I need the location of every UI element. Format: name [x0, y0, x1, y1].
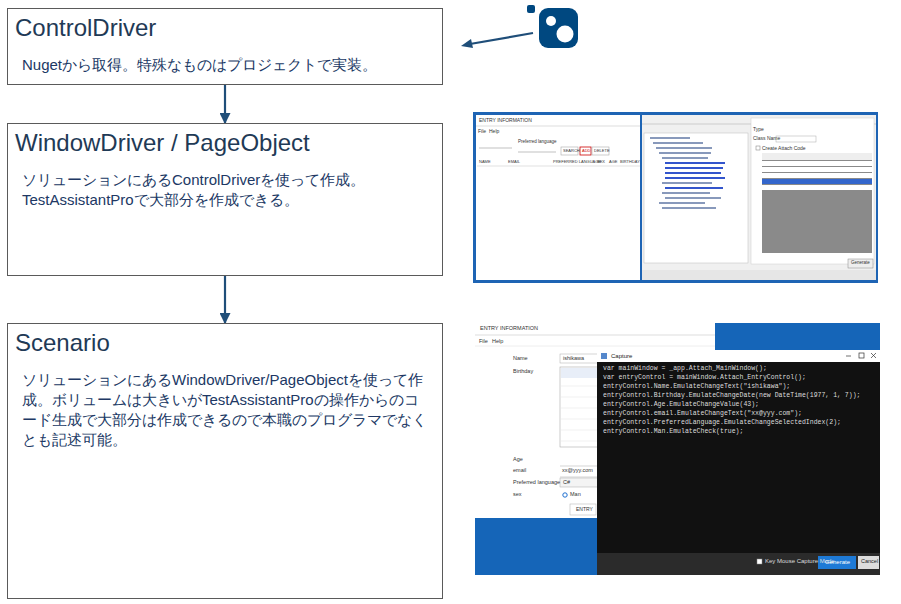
flow-arrow: [224, 85, 226, 123]
screen-text: C#: [563, 480, 570, 486]
screen-text: Generate: [825, 559, 850, 565]
screen-text: DELETE: [594, 149, 610, 153]
box-heading: WindowDriver / PageObject: [15, 128, 442, 158]
code-line: var entryControl = mainWindow.Attach_Ent…: [603, 375, 806, 382]
nuget-icon: [539, 8, 578, 48]
code-line: entryControl.PreferredLanguage.EmulateCh…: [603, 420, 841, 427]
screen-text: SEARCH: [563, 149, 580, 153]
screenshot-tool: [473, 112, 878, 283]
screen-text: ENTRY: [576, 507, 593, 512]
screen-text: File: [478, 129, 486, 134]
screen-text: NAME: [479, 160, 491, 164]
screen-text: Preferred language: [518, 140, 557, 145]
screenshot-capture: [475, 323, 880, 575]
box-body: Nugetから取得。特殊なものはプロジェクトで実装。: [22, 55, 430, 75]
code-line: var mainWindow = _app.Attach_MainWindow(…: [603, 366, 767, 373]
box-body: ソリューションにあるControlDriverを使って作成。 TestAssis…: [22, 170, 430, 210]
screen-text: Key Mouse Capture Mode: [765, 558, 835, 564]
screen-text: SEX: [597, 160, 605, 164]
process-box: WindowDriver / PageObject ソリューションにあるContr…: [7, 123, 443, 276]
screen-text: Birthday: [513, 369, 533, 375]
screen-text: Help: [492, 339, 503, 345]
screen-text: ADD: [582, 149, 590, 153]
screen-text: Generate: [851, 261, 870, 266]
code-line: entryControl.Age.EmulateChangeValue(43);: [603, 402, 759, 409]
screen-text: Class Name: [753, 136, 780, 141]
screen-text: Age: [513, 457, 523, 463]
screen-text: File: [479, 339, 488, 345]
box-heading: Scenario: [15, 328, 442, 358]
icon-circle: [557, 26, 574, 43]
code-line: entryControl.Name.EmulateChangeText("ish…: [603, 384, 790, 391]
screen-text: Help: [489, 129, 499, 134]
screen-text: BIRTHDAY: [620, 160, 640, 164]
screen-text: Type: [753, 127, 764, 132]
flow-arrow: [224, 276, 226, 323]
screen-text: Name: [513, 356, 528, 362]
screen-text: AGE: [609, 160, 617, 164]
screen-text: EMAIL: [508, 160, 520, 164]
screen-text: Create Attach Code: [762, 146, 806, 151]
screen-text: PREFERRED LANGUAGE: [553, 160, 601, 164]
pointer-head: [461, 39, 473, 48]
screen-text: Man: [570, 492, 581, 498]
screen-text: ENTRY INFORMATION: [479, 118, 532, 123]
code-line: entryControl.email.EmulateChangeText("xx…: [603, 411, 802, 418]
box-body: ソリューションにあるWindowDriver/PageObjectを使って作成。…: [22, 370, 430, 450]
icon-dot: [527, 5, 535, 13]
process-box: ControlDriverNugetから取得。特殊なものはプロジェクトで実装。: [7, 8, 443, 85]
screen-text: Preferred language: [513, 480, 560, 486]
screen-text: ENTRY INFORMATION: [480, 326, 538, 332]
screen-text: Cancel: [861, 559, 878, 565]
screen-text: email: [513, 468, 526, 474]
pointer-line: [470, 33, 533, 44]
box-heading: ControlDriver: [15, 13, 442, 43]
code-line: entryControl.Birthday.EmulateChangeDate(…: [603, 393, 860, 400]
code-line: entryControl.Man.EmulateCheck(true);: [603, 429, 743, 436]
screen-text: ishikawa: [563, 356, 584, 362]
process-box: Scenario ソリューションにあるWindowDriver/PageObjec…: [7, 323, 443, 599]
screen-text: xx@yyy.com: [562, 468, 593, 474]
screen-text: sex: [513, 492, 522, 498]
icon-circle: [546, 16, 556, 26]
screen-text: Capture: [611, 353, 632, 359]
